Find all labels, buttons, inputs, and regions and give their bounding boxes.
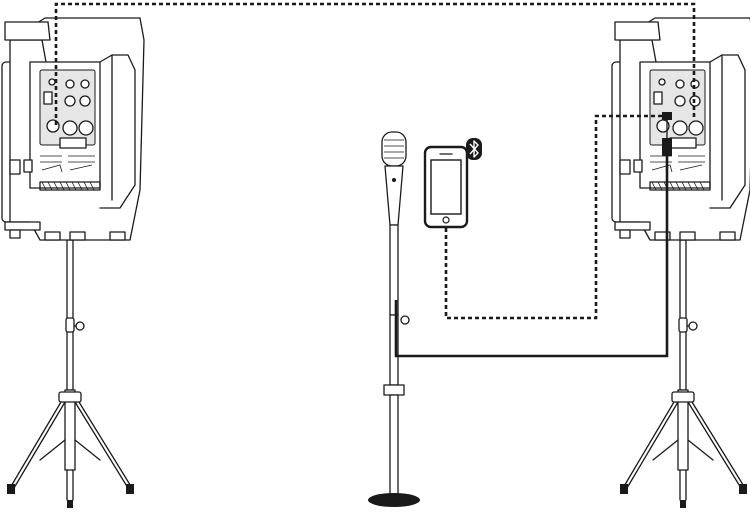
phone-aux-cable xyxy=(444,114,666,320)
microphone xyxy=(368,131,420,507)
aux-plug xyxy=(662,112,672,120)
pa-speaker-icon xyxy=(1,17,145,241)
xlr-connector xyxy=(662,138,672,156)
microphone-icon xyxy=(381,131,407,226)
speaker-link-cable xyxy=(54,2,696,125)
mic-cable xyxy=(394,150,669,358)
connections xyxy=(54,2,696,358)
left-speaker xyxy=(1,17,145,509)
smartphone xyxy=(423,145,469,229)
mic-stand xyxy=(368,224,420,507)
bluetooth-icon xyxy=(466,138,482,160)
pa-speaker-icon xyxy=(611,17,750,241)
right-speaker xyxy=(611,17,750,509)
bluetooth xyxy=(466,138,482,160)
smartphone-icon xyxy=(423,145,469,229)
